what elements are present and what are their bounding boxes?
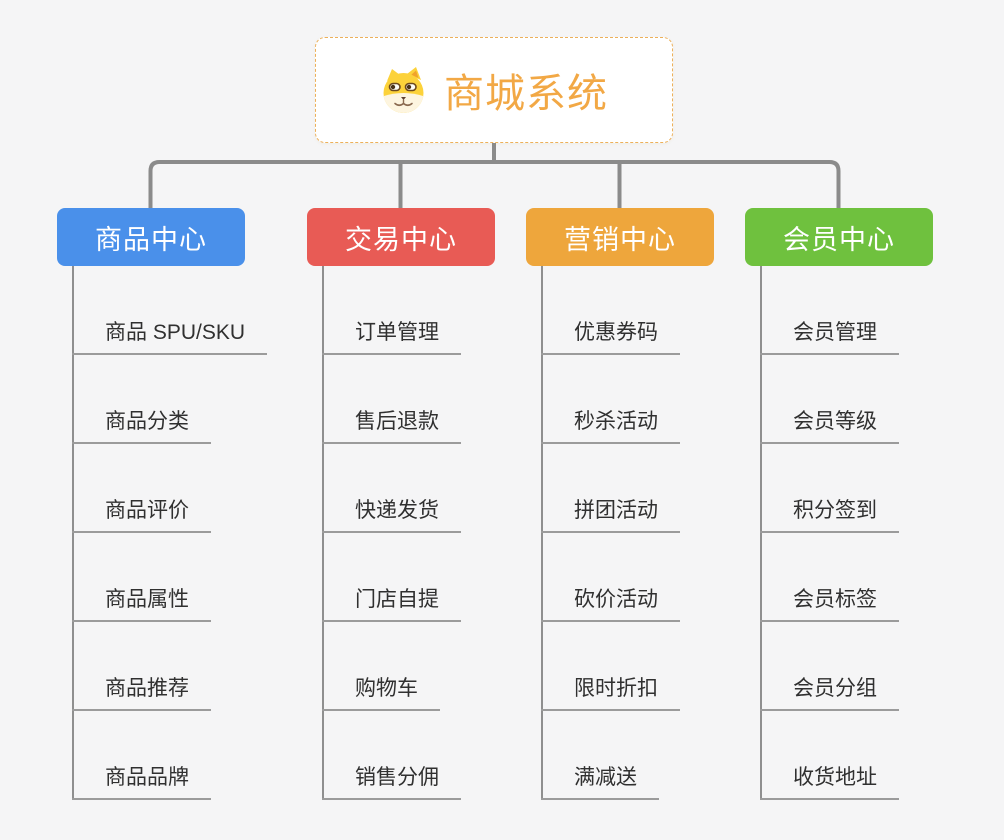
leaf-label: 限时折扣: [574, 676, 658, 700]
branch-column: 会员中心 会员管理 会员等级 积分签到 会员标签 会员分组 收货地址: [745, 208, 933, 808]
branch-child-connector-line: [760, 266, 762, 800]
leaf-list: 订单管理 售后退款 快递发货 门店自提 购物车 销售分佣: [322, 266, 461, 800]
leaf-list: 商品 SPU/SKU 商品分类 商品评价 商品属性 商品推荐 商品品牌: [72, 266, 268, 800]
branch-child-connector-line: [541, 266, 543, 800]
leaf-label: 商品分类: [105, 409, 189, 433]
leaf-label: 拼团活动: [574, 498, 658, 522]
leaf-node[interactable]: 商品评价: [72, 444, 211, 533]
leaf-node[interactable]: 售后退款: [322, 355, 461, 444]
leaf-node[interactable]: 会员等级: [760, 355, 899, 444]
leaf-node[interactable]: 积分签到: [760, 444, 899, 533]
leaf-node[interactable]: 砍价活动: [541, 533, 680, 622]
connector-rail: [148, 160, 841, 210]
leaf-label: 商品推荐: [105, 676, 189, 700]
leaf-label: 秒杀活动: [574, 409, 658, 433]
leaf-node[interactable]: 购物车: [322, 622, 440, 711]
dog-face-icon: [380, 66, 427, 114]
leaf-node[interactable]: 满减送: [541, 711, 659, 800]
branch-node[interactable]: 交易中心: [307, 208, 495, 266]
leaf-label: 商品品牌: [105, 765, 189, 789]
leaf-node[interactable]: 会员管理: [760, 266, 899, 355]
leaf-node[interactable]: 订单管理: [322, 266, 461, 355]
branch-child-connector-line: [72, 266, 74, 800]
branch-label: 营销中心: [564, 224, 676, 255]
leaf-node[interactable]: 商品品牌: [72, 711, 211, 800]
leaf-node[interactable]: 会员标签: [760, 533, 899, 622]
leaf-node[interactable]: 限时折扣: [541, 622, 680, 711]
leaf-node[interactable]: 门店自提: [322, 533, 461, 622]
leaf-node[interactable]: 快递发货: [322, 444, 461, 533]
branch-column: 交易中心 订单管理 售后退款 快递发货 门店自提 购物车 销售分佣: [307, 208, 495, 808]
leaf-list: 会员管理 会员等级 积分签到 会员标签 会员分组 收货地址: [760, 266, 899, 800]
leaf-list: 优惠券码 秒杀活动 拼团活动 砍价活动 限时折扣 满减送: [541, 266, 680, 800]
leaf-node[interactable]: 收货地址: [760, 711, 899, 800]
leaf-label: 砍价活动: [574, 587, 658, 611]
leaf-label: 积分签到: [793, 498, 877, 522]
leaf-label: 门店自提: [355, 587, 439, 611]
leaf-node[interactable]: 秒杀活动: [541, 355, 680, 444]
branch-child-connector-line: [322, 266, 324, 800]
leaf-label: 售后退款: [355, 409, 439, 433]
branch-label: 商品中心: [95, 224, 207, 255]
leaf-label: 订单管理: [355, 320, 439, 344]
branch-label: 会员中心: [783, 224, 895, 255]
leaf-label: 购物车: [355, 676, 418, 700]
leaf-label: 会员等级: [793, 409, 877, 433]
leaf-node[interactable]: 商品 SPU/SKU: [72, 266, 268, 355]
leaf-label: 收货地址: [793, 765, 877, 789]
leaf-label: 会员管理: [793, 320, 877, 344]
branch-column: 商品中心 商品 SPU/SKU 商品分类 商品评价 商品属性 商品推荐: [57, 208, 268, 808]
leaf-node[interactable]: 商品分类: [72, 355, 211, 444]
leaf-label: 商品属性: [105, 587, 189, 611]
leaf-label: 商品评价: [105, 498, 189, 522]
leaf-label: 会员分组: [793, 676, 877, 700]
leaf-label: 会员标签: [793, 587, 877, 611]
branch-node[interactable]: 营销中心: [526, 208, 714, 266]
leaf-label: 优惠券码: [574, 320, 658, 344]
leaf-label: 满减送: [574, 765, 637, 789]
branch-label: 交易中心: [345, 224, 457, 255]
leaf-node[interactable]: 优惠券码: [541, 266, 680, 355]
leaf-node[interactable]: 商品属性: [72, 533, 211, 622]
root-node-mall-system[interactable]: 商城系统: [315, 37, 673, 143]
leaf-label: 商品 SPU/SKU: [105, 320, 246, 344]
leaf-label: 快递发货: [355, 498, 439, 522]
leaf-node[interactable]: 会员分组: [760, 622, 899, 711]
branch-node[interactable]: 会员中心: [745, 208, 933, 266]
branch-node[interactable]: 商品中心: [57, 208, 245, 266]
root-title: 商城系统: [444, 72, 608, 116]
leaf-label: 销售分佣: [355, 765, 439, 789]
branch-column: 营销中心 优惠券码 秒杀活动 拼团活动 砍价活动 限时折扣 满减送: [526, 208, 714, 808]
leaf-node[interactable]: 拼团活动: [541, 444, 680, 533]
leaf-node[interactable]: 销售分佣: [322, 711, 461, 800]
leaf-node[interactable]: 商品推荐: [72, 622, 211, 711]
